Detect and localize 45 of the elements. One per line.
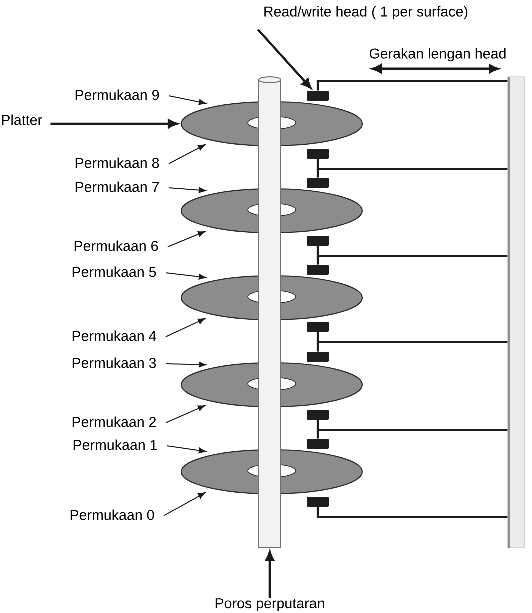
callout-label: Permukaan 5 xyxy=(72,266,156,278)
actuator-arm xyxy=(316,159,508,178)
actuator-arm xyxy=(316,332,508,352)
read-write-head xyxy=(307,236,329,246)
leader-arrow xyxy=(164,492,206,516)
read-write-head xyxy=(307,265,329,275)
leader-arrow xyxy=(166,272,206,280)
read-write-head xyxy=(307,91,329,101)
actuator-arm xyxy=(316,420,508,439)
spindle xyxy=(258,76,282,548)
read-write-head xyxy=(307,149,329,159)
callout-label: Permukaan 3 xyxy=(72,358,156,368)
callout-label: Permukaan 1 xyxy=(74,440,158,450)
leader-arrow xyxy=(168,144,206,164)
actuator-post xyxy=(508,76,526,548)
leader-arrow xyxy=(50,119,178,129)
callout-label: Poros perputaran xyxy=(216,598,324,612)
read-write-head xyxy=(307,322,329,332)
read-write-head xyxy=(307,178,329,188)
callout-label: Platter xyxy=(2,114,42,126)
callout-label: Permukaan 7 xyxy=(76,182,160,192)
callout-label: Read/write head ( 1 per surface) xyxy=(264,6,468,20)
callout-label: Permukaan 6 xyxy=(74,240,158,252)
leader-arrow xyxy=(168,187,206,194)
read-write-head xyxy=(307,352,329,362)
leader-arrow xyxy=(166,318,206,338)
leader-arrow xyxy=(166,446,206,454)
callout-label: Permukaan 2 xyxy=(72,416,156,428)
motion-label: Gerakan lengan head xyxy=(370,48,506,62)
leader-arrow xyxy=(265,552,275,598)
leader-arrow xyxy=(168,231,206,248)
read-write-head xyxy=(307,497,329,507)
callout-label: Permukaan 9 xyxy=(76,90,160,100)
actuator-arm xyxy=(316,246,508,265)
leader-arrow xyxy=(166,362,206,368)
callout-label: Permukaan 4 xyxy=(72,330,156,342)
leader-arrow xyxy=(166,405,206,424)
callout-label: Permukaan 0 xyxy=(70,510,154,520)
leader-arrow xyxy=(168,96,206,106)
read-write-head xyxy=(307,410,329,420)
actuator-arm xyxy=(316,80,508,91)
read-write-head xyxy=(307,439,329,449)
actuator-arm xyxy=(316,507,508,518)
leader-arrow xyxy=(257,29,312,89)
callout-label: Permukaan 8 xyxy=(76,158,160,168)
